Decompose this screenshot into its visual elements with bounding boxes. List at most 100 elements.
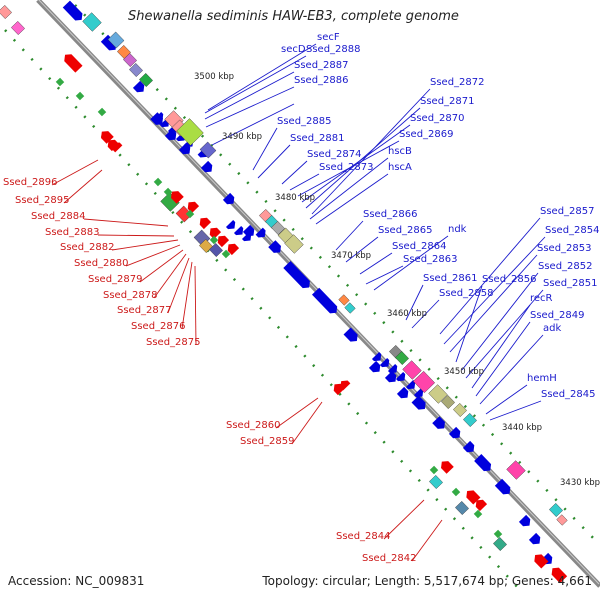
- kbp-tick-label: 3480 kbp: [275, 193, 315, 203]
- gene-label[interactable]: Ssed_2878: [103, 290, 158, 301]
- tick-marker: [185, 209, 195, 219]
- reverse-cds-arrow: [475, 499, 488, 512]
- gene-label[interactable]: Ssed_2869: [399, 129, 454, 140]
- gene-label[interactable]: Ssed_2882: [60, 242, 115, 253]
- gene-label[interactable]: Ssed_2885: [277, 116, 332, 127]
- reverse-label-connector: [139, 249, 184, 283]
- gene-feature-block: [412, 370, 436, 394]
- forward-cds-arrow: [518, 514, 531, 527]
- gene-label[interactable]: Ssed_2883: [45, 227, 100, 238]
- forward-label-connector: [309, 157, 389, 220]
- gene-label[interactable]: Ssed_2861: [423, 273, 478, 284]
- gene-label[interactable]: Ssed_2876: [131, 321, 186, 332]
- forward-cds-arrow: [283, 261, 310, 289]
- gene-label[interactable]: recR: [530, 293, 553, 304]
- reverse-label-connector: [167, 257, 190, 314]
- forward-label-connector: [489, 400, 542, 421]
- gene-label[interactable]: Ssed_2849: [530, 310, 585, 321]
- gene-label[interactable]: Ssed_2858: [439, 288, 494, 299]
- gene-feature-block: [506, 460, 526, 480]
- forward-label-connector: [461, 272, 539, 371]
- gene-label[interactable]: Ssed_2875: [146, 337, 201, 348]
- forward-label-connector: [449, 254, 538, 353]
- gene-features: [0, 0, 568, 584]
- gene-label[interactable]: Ssed_2851: [543, 278, 598, 289]
- forward-cds-arrow: [343, 327, 358, 342]
- gene-feature-block: [493, 536, 507, 552]
- kbp-tick-label: 3500 kbp: [194, 72, 234, 82]
- gene-feature-block: [209, 242, 223, 258]
- gene-label[interactable]: Ssed_2896: [3, 177, 58, 188]
- forward-cds-arrow: [448, 426, 461, 439]
- gene-label[interactable]: Ssed_2852: [538, 261, 593, 272]
- forward-cds-arrow: [241, 232, 252, 242]
- gene-label[interactable]: Ssed_2857: [540, 206, 595, 217]
- gene-label[interactable]: Ssed_2859: [240, 436, 295, 447]
- reverse-cds-arrow: [64, 54, 83, 73]
- gene-feature-block: [344, 302, 356, 314]
- gene-label[interactable]: hemH: [527, 373, 557, 384]
- tick-marker: [75, 91, 85, 101]
- gene-label[interactable]: Ssed_2870: [410, 113, 465, 124]
- gene-label[interactable]: Ssed_2877: [117, 305, 172, 316]
- forward-label-connector: [211, 103, 295, 146]
- reverse-cds-arrow: [112, 142, 123, 153]
- gene-feature-block: [11, 20, 25, 36]
- gene-label[interactable]: Ssed_2844: [336, 531, 391, 542]
- forward-cds-arrow: [268, 240, 281, 253]
- gene-label[interactable]: Ssed_2866: [363, 209, 418, 220]
- reverse-cds-arrow: [441, 461, 454, 474]
- forward-cds-arrow: [432, 416, 445, 429]
- forward-label-connector: [205, 86, 295, 128]
- gene-label[interactable]: Ssed_2863: [403, 254, 458, 265]
- gene-label[interactable]: Ssed_2842: [362, 553, 417, 564]
- gene-feature-block: [139, 72, 153, 88]
- gene-label[interactable]: Ssed_2872: [430, 77, 485, 88]
- gene-label[interactable]: hscB: [388, 146, 412, 157]
- reverse-label-connector: [291, 401, 323, 445]
- gene-label[interactable]: Ssed_2871: [420, 96, 475, 107]
- gene-label[interactable]: Ssed_2865: [378, 225, 433, 236]
- forward-label-connector: [311, 88, 431, 215]
- tick-marker: [55, 77, 65, 87]
- gene-label[interactable]: Ssed_2854: [545, 225, 600, 236]
- gene-feature-block: [176, 118, 204, 146]
- forward-label-connector: [345, 236, 379, 263]
- gene-label[interactable]: Ssed_2881: [290, 133, 345, 144]
- gene-label[interactable]: Ssed_2864: [392, 241, 447, 252]
- gene-label[interactable]: Ssed_2845: [541, 389, 596, 400]
- forward-cds-arrow: [405, 380, 416, 390]
- tick-marker: [153, 177, 163, 187]
- gene-label[interactable]: Ssed_2873: [319, 162, 374, 173]
- gene-label[interactable]: secF: [317, 32, 340, 43]
- label-connectors: [51, 43, 546, 562]
- gene-feature-block: [463, 412, 477, 428]
- kbp-tick-label: 3490 kbp: [222, 132, 262, 142]
- gene-label[interactable]: Ssed_2886: [294, 75, 349, 86]
- forward-cds-arrow: [395, 372, 406, 382]
- gene-label[interactable]: adk: [543, 323, 561, 334]
- gene-feature-block: [441, 394, 455, 410]
- topology-text: Topology: circular; Length: 5,517,674 bp…: [262, 574, 592, 588]
- gene-label[interactable]: hscA: [388, 162, 412, 173]
- gene-label[interactable]: Ssed_2884: [31, 211, 86, 222]
- forward-label-connector: [443, 236, 546, 345]
- gene-label[interactable]: Ssed_2874: [307, 149, 362, 160]
- reverse-label-connector: [194, 265, 197, 346]
- gene-label[interactable]: Ssed_2856: [482, 274, 537, 285]
- gene-label[interactable]: Ssed_2860: [226, 420, 281, 431]
- tick-marker: [493, 529, 503, 539]
- gene-label[interactable]: Ssed_2880: [74, 258, 129, 269]
- gene-label[interactable]: Ssed_2853: [537, 243, 592, 254]
- gene-label[interactable]: secD: [281, 44, 306, 55]
- gene-label[interactable]: ndk: [448, 224, 467, 235]
- gene-label[interactable]: Ssed_2879: [88, 274, 143, 285]
- reverse-label-connector: [111, 239, 179, 251]
- reverse-label-connector: [153, 253, 187, 299]
- gene-label[interactable]: Ssed_2888: [306, 44, 361, 55]
- forward-cds-arrow: [222, 192, 235, 205]
- gene-label[interactable]: Ssed_2895: [15, 195, 70, 206]
- forward-cds-arrow: [132, 80, 145, 93]
- gene-label[interactable]: Ssed_2887: [294, 60, 349, 71]
